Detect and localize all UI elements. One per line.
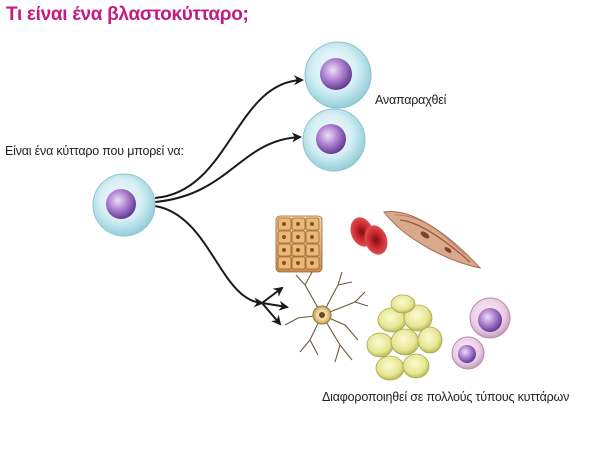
- neuron-icon: [284, 271, 369, 363]
- arrows: [154, 75, 304, 326]
- nucleus: [106, 189, 136, 219]
- arrow-branch-up: [261, 286, 284, 304]
- page-title: Τι είναι ένα βλαστοκύτταρο;: [6, 4, 249, 25]
- white-blood-cells-icon: [451, 297, 511, 370]
- arrow-to-renewed-cell-bottom: [154, 132, 302, 203]
- red-blood-cells-icon: [350, 217, 388, 255]
- source-cell-label: Είναι ένα κύτταρο που μπορεί να:: [5, 144, 184, 158]
- arrow-branch-down: [261, 302, 282, 326]
- muscle-cells-icon: [383, 211, 482, 269]
- arrow-to-differentiated-cells: [154, 205, 264, 308]
- stem-cell-renewed-bottom: [302, 108, 366, 172]
- nucleus: [316, 124, 346, 154]
- fat-cells-icon: [366, 294, 443, 381]
- arrow-to-renewed-cell-top: [154, 75, 304, 199]
- epithelial-cells-icon: [275, 215, 323, 273]
- differentiate-label: Διαφοροποιηθεί σε πολλούς τύπους κυττάρω…: [322, 390, 570, 404]
- stem-cell-source: [92, 173, 156, 237]
- arrow-branch-mid: [261, 300, 289, 311]
- stem-cell-renewed-top: [304, 41, 372, 109]
- self-renew-label: Αναπαραχθεί: [375, 93, 447, 107]
- nucleus: [320, 58, 352, 90]
